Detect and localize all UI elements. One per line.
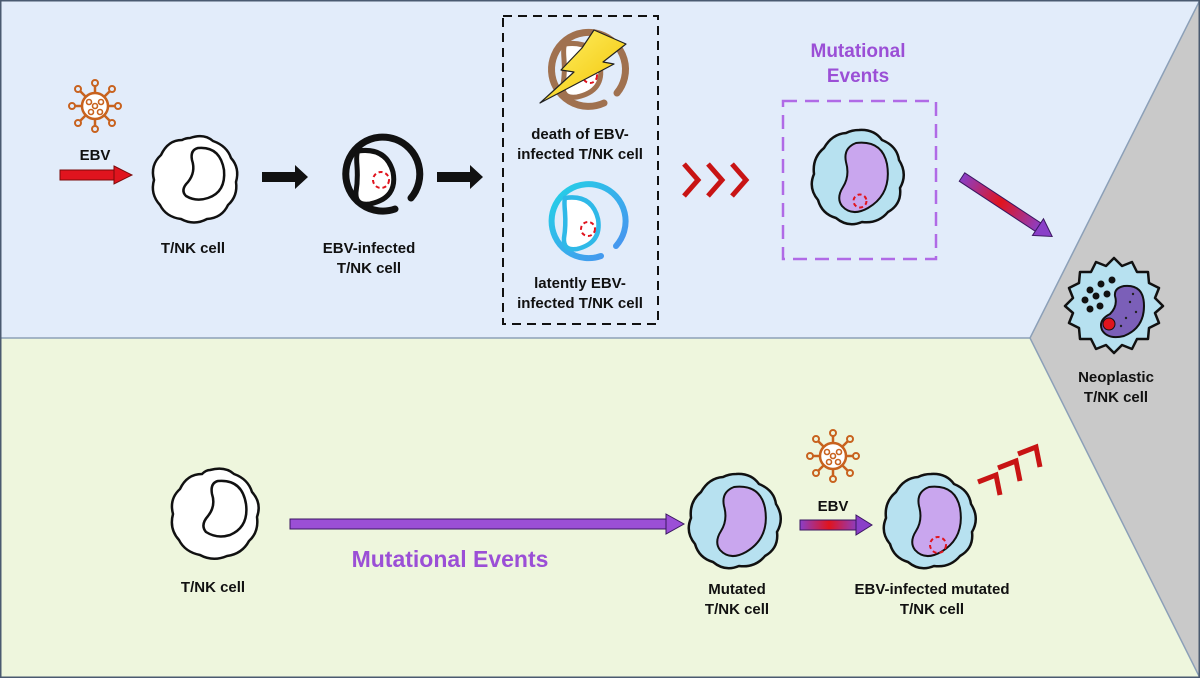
lightning-icon <box>539 29 627 104</box>
death-label-2: infected T/NK cell <box>517 146 643 163</box>
mutational-events-label-top-2: Events <box>827 66 889 87</box>
red-arrow-icon <box>59 165 134 185</box>
black-arrow-2 <box>437 165 483 189</box>
mutation-box <box>781 99 938 261</box>
ebv-infected-label-1: EBV-infected <box>323 240 416 257</box>
latent-label-1: latently EBV- <box>534 275 626 292</box>
mutational-events-label-bottom: Mutational Events <box>352 546 549 572</box>
mutated-infected-cell-icon <box>810 128 905 226</box>
chevron-icon-bottom <box>977 443 1043 496</box>
tnk-cell-label-bottom: T/NK cell <box>181 579 245 596</box>
latent-label-2: infected T/NK cell <box>517 295 643 312</box>
death-label-1: death of EBV- <box>531 126 629 143</box>
ebv-infected-label-2: T/NK cell <box>337 260 401 277</box>
neoplastic-cell-icon <box>1063 256 1165 355</box>
tnk-cell-icon-bottom <box>170 467 260 560</box>
tnk-cell-icon <box>151 134 239 224</box>
mutation-arrow-bottom <box>289 513 686 535</box>
latent-cell-icon <box>548 181 629 262</box>
neoplastic-label-2: T/NK cell <box>1084 389 1148 406</box>
ebv-label-bottom: EBV <box>818 498 849 515</box>
outcome-box <box>502 15 659 325</box>
chevron-icon <box>682 162 750 198</box>
tnk-cell-label-top: T/NK cell <box>161 240 225 257</box>
black-arrow-1 <box>262 165 308 189</box>
neoplastic-label-1: Neoplastic <box>1078 369 1154 386</box>
ebv-mutated-label-1: EBV-infected mutated <box>854 581 1009 598</box>
mutational-events-label-top-1: Mutational <box>811 41 906 62</box>
mutated-label-2: T/NK cell <box>705 601 769 618</box>
gradient-arrow-bottom <box>799 514 873 536</box>
ebv-infected-cell-icon <box>342 133 424 215</box>
ebv-mutated-label-2: T/NK cell <box>900 601 964 618</box>
bottom-panel <box>0 338 1200 678</box>
mutated-cell-icon <box>687 472 782 570</box>
ebv-label-top: EBV <box>80 147 111 164</box>
top-panel <box>0 0 1200 338</box>
mutated-label-1: Mutated <box>708 581 766 598</box>
ebv-infected-mutated-cell-icon <box>882 472 977 570</box>
gradient-arrow-top <box>958 172 1053 237</box>
